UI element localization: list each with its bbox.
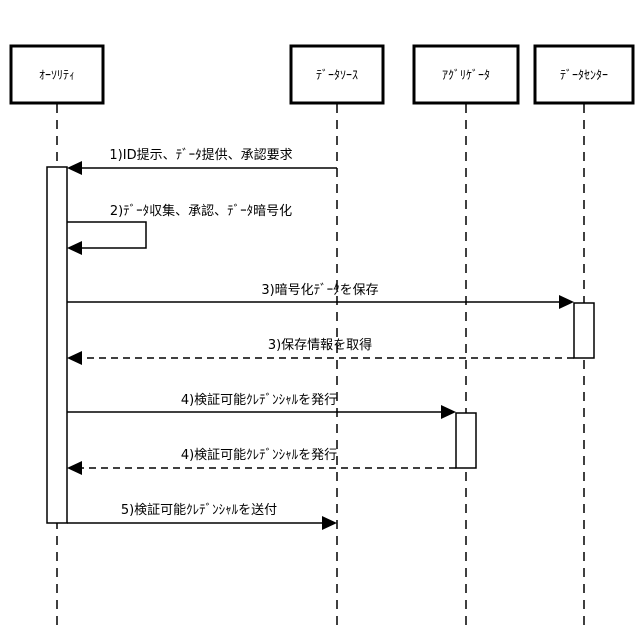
activation-authority — [47, 167, 67, 523]
participant-data-source-label: ﾃﾞｰﾀｿｰｽ — [316, 68, 358, 82]
message-3-store-label: 3)暗号化ﾃﾞｰﾀを保存 — [261, 283, 378, 298]
message-5-label: 5)検証可能ｸﾚﾃﾞﾝｼｬﾙを送付 — [121, 503, 277, 518]
participant-aggregator-label: ｱｸﾞﾘｹﾞｰﾀ — [442, 68, 490, 82]
message-4-return-arrowhead — [67, 461, 82, 475]
message-3-retrieve-label: 3)保存情報を取得 — [268, 337, 372, 353]
message-3-retrieve-arrowhead — [67, 351, 82, 365]
message-4-return-label: 4)検証可能ｸﾚﾃﾞﾝｼｬﾙを発行 — [181, 448, 337, 463]
participant-aggregator: ｱｸﾞﾘｹﾞｰﾀ — [414, 46, 518, 103]
message-1: 1)ID提示、ﾃﾞｰﾀ提供、承認要求 — [67, 147, 337, 175]
message-5: 5)検証可能ｸﾚﾃﾞﾝｼｬﾙを送付 — [67, 503, 337, 530]
message-3-store-arrowhead — [559, 295, 574, 309]
message-1-label: 1)ID提示、ﾃﾞｰﾀ提供、承認要求 — [109, 147, 292, 163]
participant-data-source: ﾃﾞｰﾀｿｰｽ — [291, 46, 383, 103]
participant-data-center: ﾃﾞｰﾀｾﾝﾀｰ — [535, 46, 633, 103]
message-4-issue-label: 4)検証可能ｸﾚﾃﾞﾝｼｬﾙを発行 — [181, 393, 337, 408]
message-4-return: 4)検証可能ｸﾚﾃﾞﾝｼｬﾙを発行 — [67, 448, 456, 475]
participant-authority-label: ｵｰｿﾘﾃｨ — [39, 68, 75, 82]
participant-authority: ｵｰｿﾘﾃｨ — [11, 46, 103, 103]
message-2-arrowhead — [67, 241, 82, 255]
message-4-issue-arrowhead — [441, 405, 456, 419]
activation-aggregator — [456, 413, 476, 468]
message-5-arrowhead — [322, 516, 337, 530]
message-1-arrowhead — [67, 161, 82, 175]
activation-data-center — [574, 303, 594, 358]
message-3-store: 3)暗号化ﾃﾞｰﾀを保存 — [67, 283, 574, 309]
message-2-label: 2)ﾃﾞｰﾀ収集、承認、ﾃﾞｰﾀ暗号化 — [110, 203, 292, 219]
message-4-issue: 4)検証可能ｸﾚﾃﾞﾝｼｬﾙを発行 — [67, 393, 456, 419]
message-3-retrieve: 3)保存情報を取得 — [67, 337, 574, 365]
participant-data-center-label: ﾃﾞｰﾀｾﾝﾀｰ — [560, 68, 608, 82]
message-2: 2)ﾃﾞｰﾀ収集、承認、ﾃﾞｰﾀ暗号化 — [67, 203, 292, 255]
